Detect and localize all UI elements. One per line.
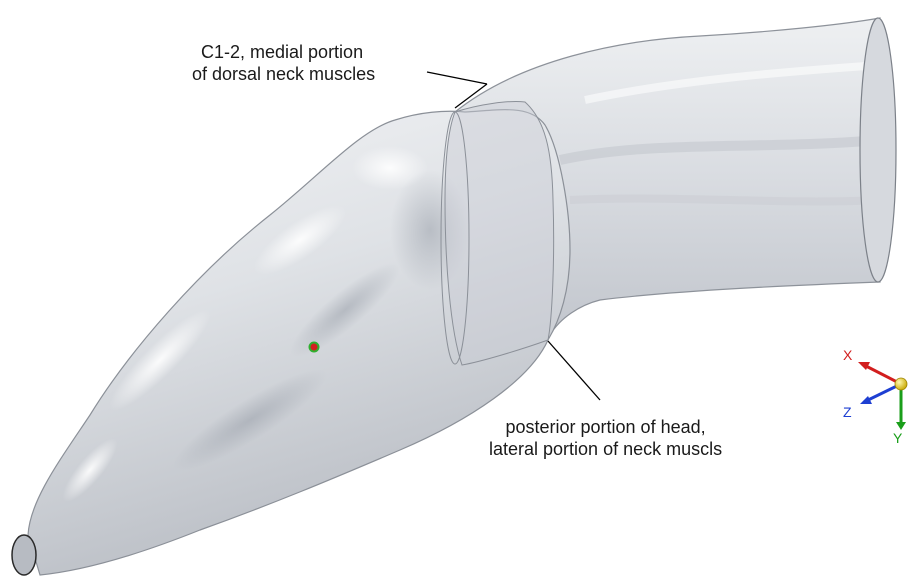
triad-origin [895,378,907,390]
orientation-triad[interactable] [858,362,907,430]
point-marker[interactable] [310,343,319,352]
neck-fold-line [570,199,880,202]
callout-dorsal-neck-muscles: C1-2, medial portion of dorsal neck musc… [192,41,375,85]
snout-end-section [12,535,36,575]
y-axis-label: Y [893,430,902,446]
callout-top-line2: of dorsal neck muscles [192,63,375,85]
callout-top-line1: C1-2, medial portion [192,41,375,63]
x-axis-arrow [862,364,901,384]
leader-line-top [427,72,487,84]
callout-bottom-line1: posterior portion of head, [489,416,722,438]
leader-line-bottom [548,341,600,400]
y-axis-arrowhead [896,422,906,430]
posterior-head-section [445,101,554,365]
z-axis-label: Z [843,404,852,420]
callout-posterior-head: posterior portion of head, lateral porti… [489,416,722,460]
callout-bottom-line2: lateral portion of neck muscls [489,438,722,460]
x-axis-label: X [843,347,852,363]
tube-end-section [860,18,896,282]
